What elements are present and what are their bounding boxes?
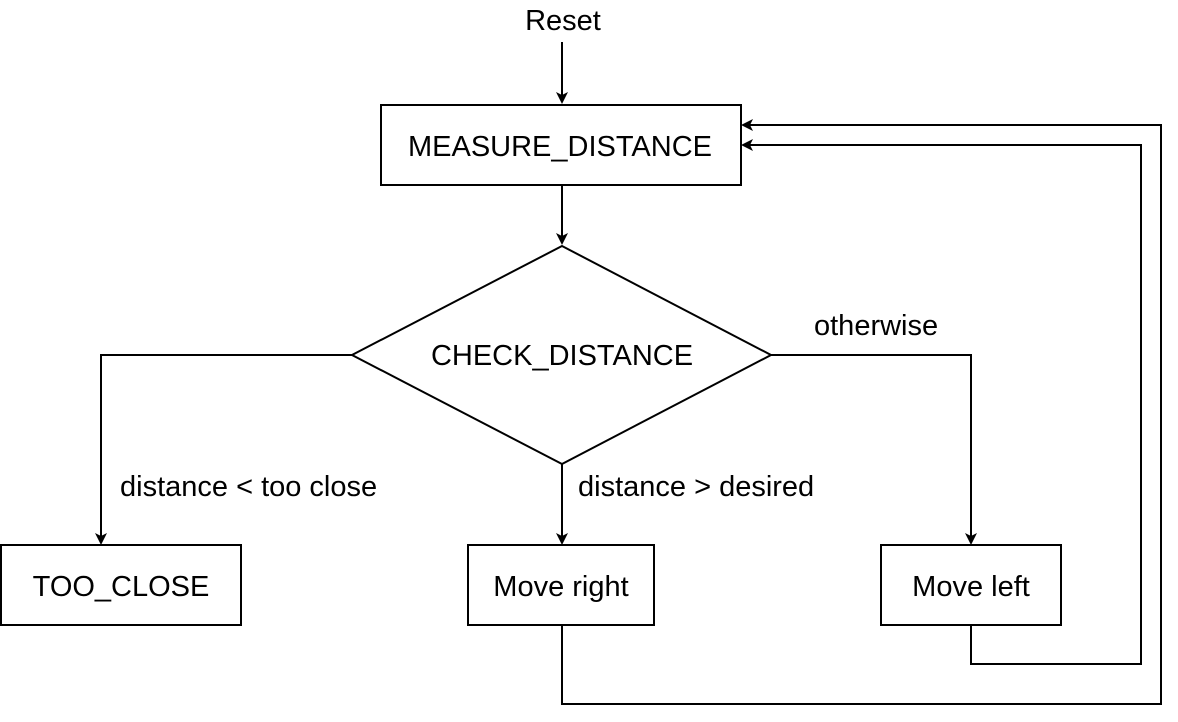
start-label-reset: Reset <box>525 5 601 37</box>
node-move-left-label: Move left <box>912 571 1030 603</box>
node-check-distance-label: CHECK_DISTANCE <box>431 340 693 372</box>
node-move-right-label: Move right <box>493 571 628 603</box>
edge-move-left-to-measure <box>741 139 1142 665</box>
edge-label-too-close: distance < too close <box>120 471 377 503</box>
node-too-close: TOO_CLOSE <box>0 544 242 626</box>
edge-label-otherwise: otherwise <box>814 310 938 342</box>
node-move-right-box <box>467 544 655 626</box>
edge-check-to-too-close <box>95 354 352 545</box>
edge-move-right-to-measure <box>561 119 1162 705</box>
node-check-distance: CHECK_DISTANCE <box>349 244 774 466</box>
node-move-left-box <box>880 544 1062 626</box>
node-move-right: Move right <box>467 544 655 626</box>
node-too-close-box <box>0 544 242 626</box>
node-move-left: Move left <box>880 544 1062 626</box>
node-measure-distance-label: MEASURE_DISTANCE <box>408 131 712 163</box>
node-measure-distance: MEASURE_DISTANCE <box>380 104 742 186</box>
node-too-close-label: TOO_CLOSE <box>33 571 210 603</box>
edge-check-to-move-left <box>771 354 977 545</box>
edge-label-desired: distance > desired <box>578 471 814 503</box>
